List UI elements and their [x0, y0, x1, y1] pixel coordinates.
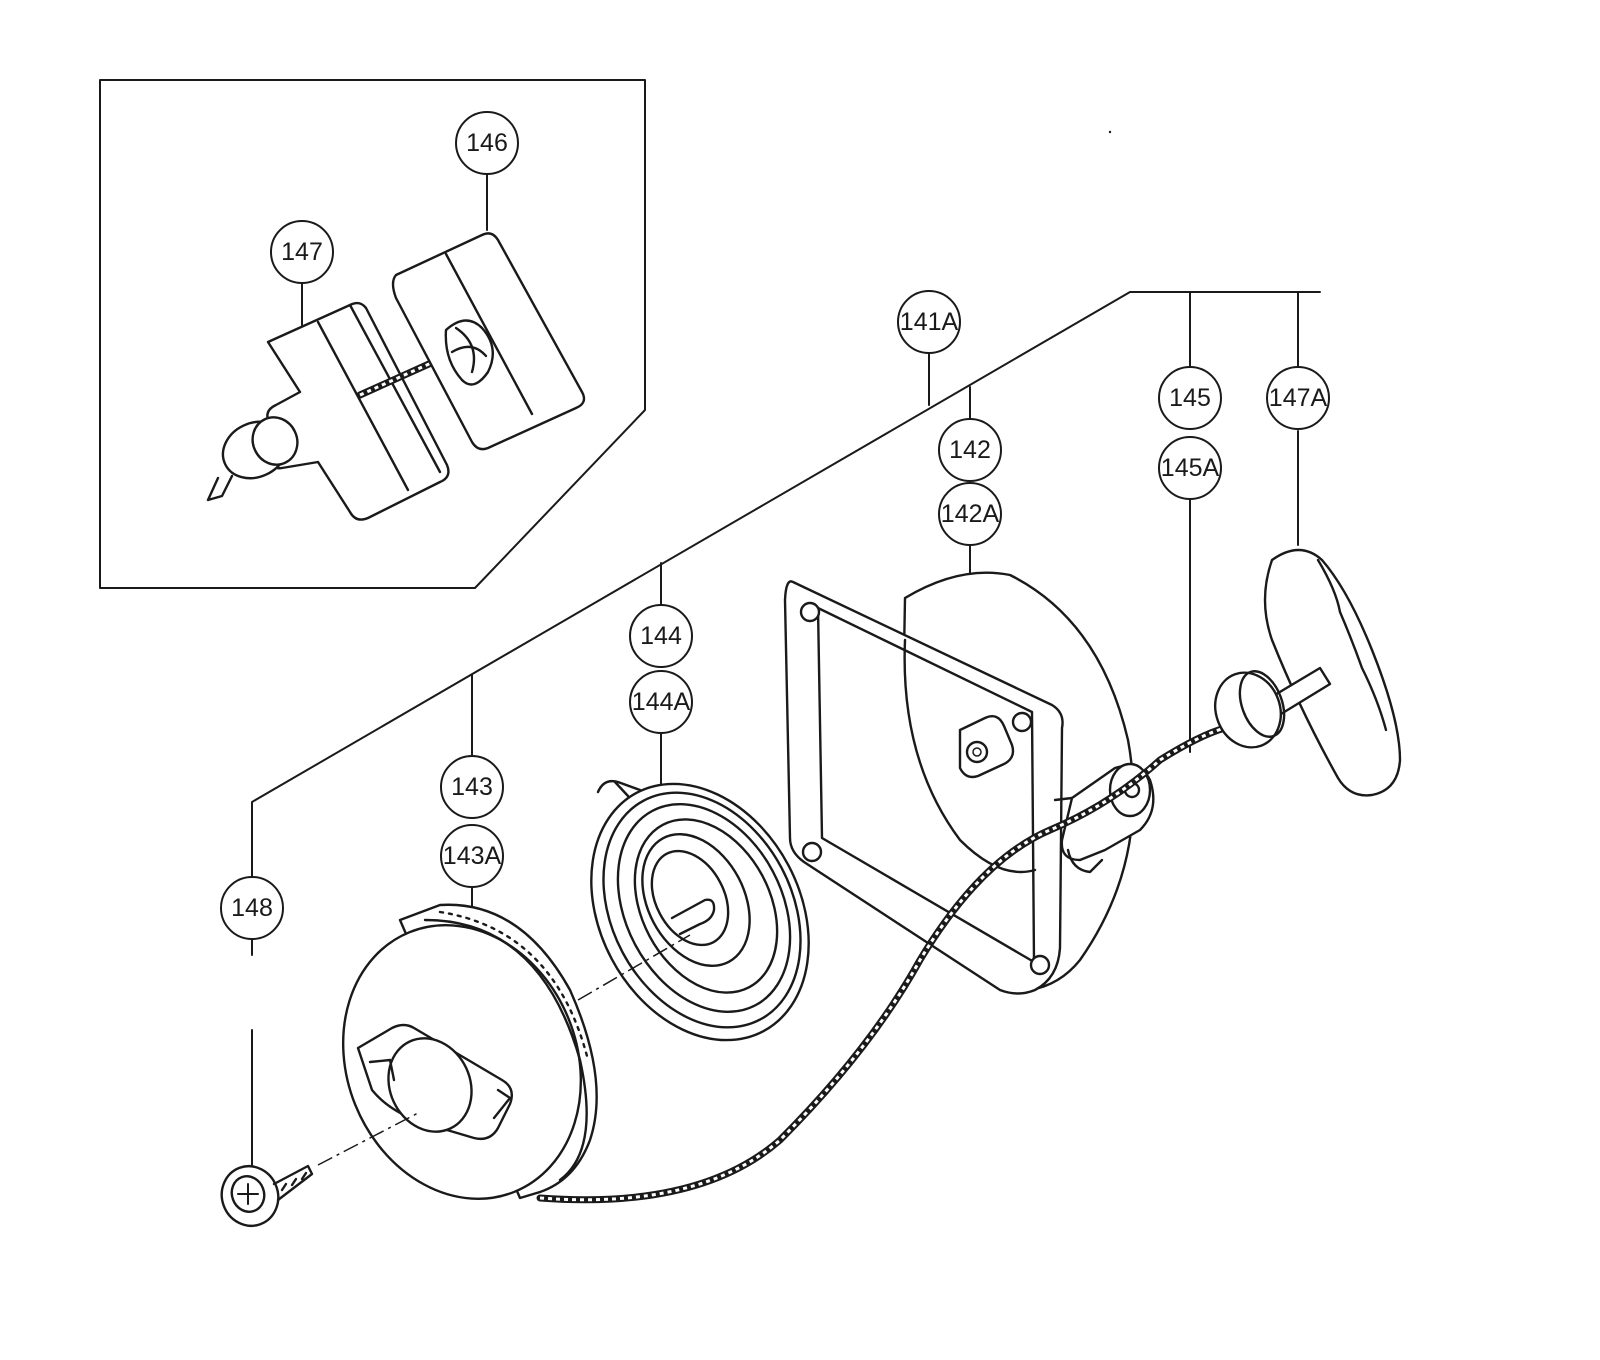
svg-text:142A: 142A: [941, 500, 1000, 528]
starter-case: [783, 571, 1155, 995]
svg-text:144: 144: [640, 622, 682, 650]
svg-text:145A: 145A: [1161, 454, 1220, 482]
callout-147A: 147A: [1266, 366, 1330, 430]
svg-text:145: 145: [1169, 384, 1211, 412]
screw: [220, 1164, 314, 1227]
svg-text:143A: 143A: [443, 842, 502, 870]
svg-text:147A: 147A: [1269, 384, 1328, 412]
callout-145A: 145A: [1158, 436, 1222, 500]
svg-text:147: 147: [281, 238, 323, 266]
callout-143: 143: [440, 755, 504, 819]
starter-handle: [1214, 548, 1402, 797]
stray-dot: [1108, 130, 1112, 134]
callout-147: 147: [270, 220, 334, 284]
handle-grip-detail: [206, 301, 450, 521]
detail-inset: [99, 79, 646, 589]
callout-145: 145: [1158, 366, 1222, 430]
svg-text:144A: 144A: [632, 688, 691, 716]
svg-text:146: 146: [466, 129, 508, 157]
rope-reel: [341, 903, 598, 1200]
starter-rope: [536, 724, 1229, 1204]
rope-plug-detail: [391, 232, 586, 451]
callout-148: 148: [220, 876, 284, 940]
svg-text:143: 143: [451, 773, 493, 801]
callout-142A: 142A: [938, 482, 1002, 546]
callout-144: 144: [629, 604, 693, 668]
callout-144A: 144A: [629, 670, 693, 734]
svg-text:142: 142: [949, 436, 991, 464]
center-axis: [317, 934, 691, 1166]
svg-text:148: 148: [231, 894, 273, 922]
callout-141A: 141A: [897, 290, 961, 354]
recoil-spring: [590, 779, 810, 1042]
callout-143A: 143A: [440, 824, 504, 888]
callout-146: 146: [455, 111, 519, 175]
svg-text:141A: 141A: [900, 308, 959, 336]
callout-142: 142: [938, 418, 1002, 482]
